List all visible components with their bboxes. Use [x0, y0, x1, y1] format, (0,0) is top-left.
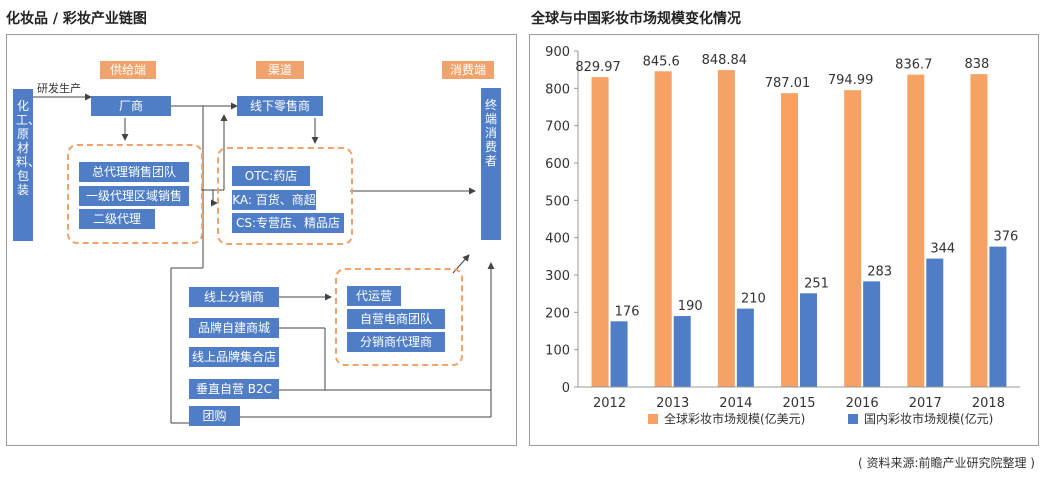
global-bar — [907, 74, 925, 387]
x-tick-label: 2015 — [782, 396, 815, 411]
domestic-bar — [673, 316, 691, 387]
agent-group — [67, 144, 203, 244]
global-bar — [844, 90, 862, 387]
y-tick-label: 0 — [562, 381, 570, 396]
data-label: 787.01 — [765, 76, 811, 91]
y-tick-label: 300 — [545, 269, 570, 284]
offline-channel-box: CS:专营店、精品店 — [232, 213, 344, 233]
online-channel-box: 线上分销商 — [189, 287, 279, 307]
data-label: 376 — [994, 230, 1019, 245]
domestic-bar — [736, 308, 754, 387]
data-label: 848.84 — [702, 53, 748, 68]
market-size-chart: 0 100 200 300 400 500 600 700 800 900 829.97 176 84… — [529, 34, 1039, 446]
global-bar — [781, 93, 798, 388]
domestic-bar — [800, 293, 817, 387]
header-channel: 渠道 — [256, 61, 304, 79]
y-tick-label: 600 — [545, 157, 570, 172]
data-label: 190 — [678, 299, 703, 314]
agent-box: 二级代理 — [79, 209, 155, 229]
domestic-bar — [863, 281, 881, 387]
x-tick-label: 2014 — [719, 396, 752, 411]
domestic-bar — [610, 321, 628, 387]
offline-channel-box: OTC:药店 — [232, 166, 310, 186]
y-tick-label: 900 — [545, 45, 570, 60]
domestic-bar — [926, 258, 944, 387]
global-bar — [717, 70, 735, 387]
data-label: 251 — [804, 276, 829, 291]
manufacturer-box: 厂商 — [91, 96, 171, 116]
x-tick-label: 2016 — [846, 396, 879, 411]
end-consumer-box: 终端消费者 — [481, 88, 501, 240]
x-tick-label: 2018 — [972, 396, 1005, 411]
x-tick-label: 2017 — [909, 396, 942, 411]
global-bar — [970, 74, 988, 387]
offline-channel-group — [217, 147, 353, 245]
data-label: 845.6 — [643, 54, 680, 69]
online-channel-box: 垂直自营 B2C — [189, 379, 279, 399]
legend-swatch — [848, 414, 858, 424]
data-label: 176 — [615, 304, 640, 319]
agent-box: 一级代理区域销售 — [79, 186, 189, 206]
legend-swatch — [648, 414, 658, 424]
y-tick-label: 500 — [545, 194, 570, 209]
header-consumer: 消费端 — [442, 61, 494, 79]
online-service-box: 代运营 — [347, 286, 401, 306]
diagram-title: 化妆品 / 彩妆产业链图 — [6, 11, 147, 27]
rd-production-label: 研发生产 — [37, 82, 81, 95]
agent-box: 总代理销售团队 — [79, 162, 189, 182]
domestic-bar — [989, 246, 1007, 387]
chart-canvas: 0 100 200 300 400 500 600 700 800 900 829.97 176 84… — [545, 45, 1020, 426]
offline-retailer-box: 线下零售商 — [237, 96, 323, 116]
y-tick-label: 700 — [545, 120, 570, 135]
data-label: 344 — [930, 242, 955, 257]
online-channel-box: 品牌自建商城 — [189, 318, 279, 338]
online-channel-box: 团购 — [189, 406, 240, 426]
header-supply: 供给端 — [100, 61, 156, 79]
x-tick-label: 2012 — [593, 396, 626, 411]
chart-title: 全球与中国彩妆市场规模变化情况 — [531, 11, 741, 27]
materials-label: 化工、原材料、包装 — [16, 99, 41, 197]
online-service-group — [335, 268, 463, 366]
global-bar — [591, 77, 609, 387]
data-label: 283 — [867, 264, 892, 279]
y-tick-label: 400 — [545, 232, 570, 247]
offline-channel-box: KA: 百货、商超 — [232, 190, 316, 210]
y-tick-label: 100 — [545, 344, 570, 359]
data-label: 838 — [965, 57, 990, 72]
data-label: 836.7 — [895, 58, 932, 73]
end-consumer-label: 终端消费者 — [484, 98, 497, 168]
data-label: 794.99 — [828, 73, 874, 88]
global-bar — [654, 71, 672, 388]
online-service-box: 自营电商团队 — [347, 309, 445, 329]
industry-chain-diagram: 供给端 渠道 消费端 化工、原材料、包装 研发生产 厂商 线下零售商 总代理销售… — [6, 34, 517, 446]
legend-label: 国内彩妆市场规模(亿元) — [864, 411, 993, 426]
data-label: 210 — [741, 292, 766, 307]
materials-box: 化工、原材料、包装 — [13, 89, 41, 241]
data-label: 829.97 — [575, 60, 621, 75]
x-tick-label: 2013 — [656, 396, 689, 411]
legend-label: 全球彩妆市场规模(亿美元) — [664, 411, 805, 426]
y-tick-label: 200 — [545, 306, 570, 321]
source-note: ( 资料来源:前瞻产业研究院整理 ) — [857, 456, 1035, 470]
online-channel-box: 线上品牌集合店 — [189, 347, 279, 367]
online-service-box: 分销商代理商 — [347, 332, 445, 352]
y-tick-label: 800 — [545, 82, 570, 97]
